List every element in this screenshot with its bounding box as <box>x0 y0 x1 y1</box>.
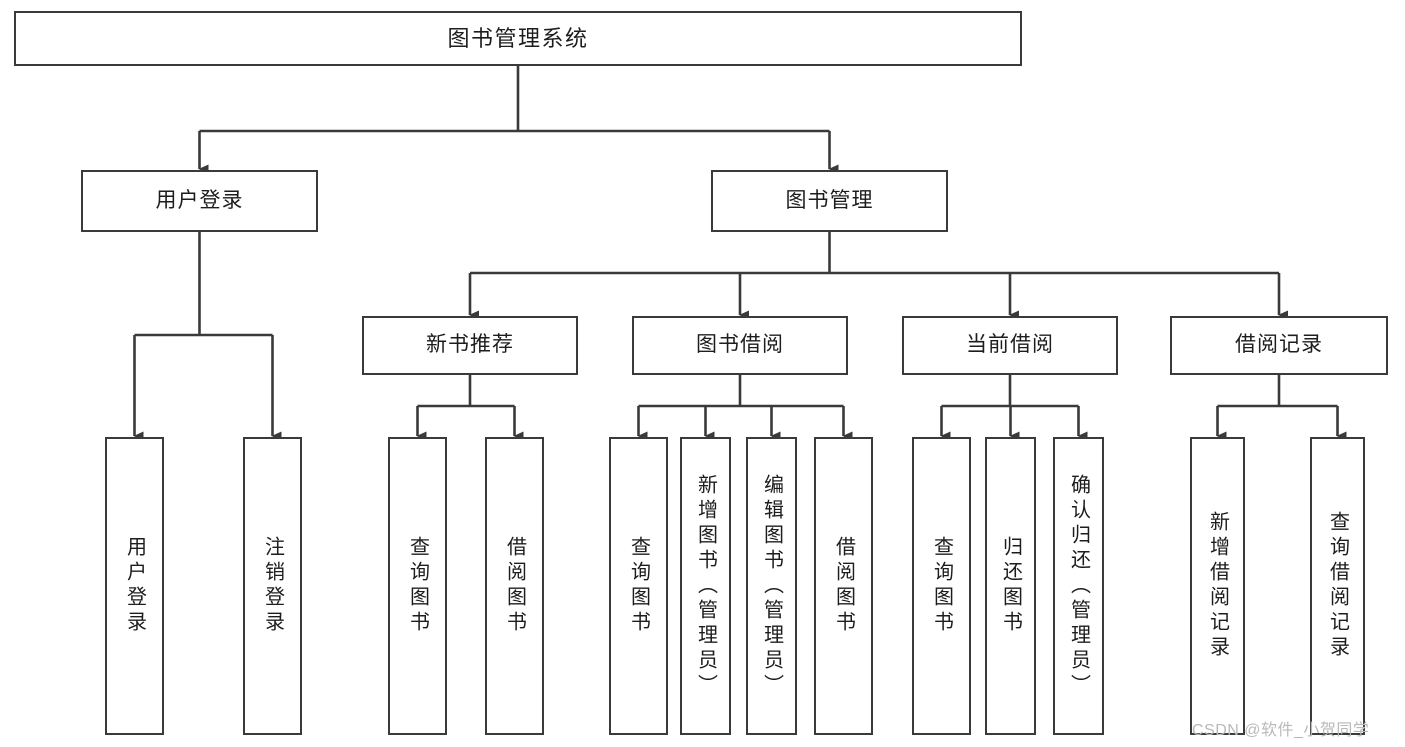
node-level1-0-用户登录: 用户登录 <box>81 170 318 232</box>
node-label: 用户登录 <box>123 536 146 636</box>
node-leaf-9-归还图书: 归还图书 <box>985 437 1036 735</box>
node-level2-2-当前借阅: 当前借阅 <box>902 316 1118 375</box>
node-leaf-5-新增图书管理员: 新增图书（管理员） <box>680 437 731 735</box>
node-leaf-6-编辑图书管理员: 编辑图书（管理员） <box>746 437 797 735</box>
node-leaf-10-确认归还管理员: 确认归还（管理员） <box>1053 437 1104 735</box>
node-leaf-12-查询借阅记录: 查询借阅记录 <box>1310 437 1365 735</box>
node-label: 借阅图书 <box>832 536 855 636</box>
node-label: 查询借阅记录 <box>1326 511 1349 661</box>
node-label: 确认归还（管理员） <box>1067 473 1090 699</box>
node-label: 新书推荐 <box>426 333 514 357</box>
node-leaf-8-查询图书: 查询图书 <box>912 437 971 735</box>
node-label: 当前借阅 <box>966 333 1054 357</box>
node-level2-3-借阅记录: 借阅记录 <box>1170 316 1388 375</box>
node-label: 图书管理 <box>785 188 874 212</box>
node-leaf-0-用户登录: 用户登录 <box>105 437 164 735</box>
node-label: 注销登录 <box>261 536 284 636</box>
node-label: 图书管理系统 <box>447 25 589 51</box>
node-label: 新增图书（管理员） <box>694 473 717 699</box>
node-leaf-7-借阅图书: 借阅图书 <box>814 437 873 735</box>
node-label: 编辑图书（管理员） <box>760 473 783 699</box>
node-level1-1-图书管理: 图书管理 <box>711 170 948 232</box>
node-leaf-3-借阅图书: 借阅图书 <box>485 437 544 735</box>
node-label: 查询图书 <box>930 536 953 636</box>
node-label: 图书借阅 <box>696 333 784 357</box>
node-label: 查询图书 <box>406 536 429 636</box>
node-leaf-11-新增借阅记录: 新增借阅记录 <box>1190 437 1245 735</box>
node-leaf-4-查询图书: 查询图书 <box>609 437 668 735</box>
node-level2-1-图书借阅: 图书借阅 <box>632 316 848 375</box>
csdn-watermark: CSDN @软件_小贺同学 <box>1192 722 1370 739</box>
node-label: 查询图书 <box>627 536 650 636</box>
node-leaf-1-注销登录: 注销登录 <box>243 437 302 735</box>
node-label: 用户登录 <box>155 188 244 212</box>
node-root-图书管理系统: 图书管理系统 <box>14 11 1022 66</box>
node-label: 借阅图书 <box>503 536 526 636</box>
node-label: 新增借阅记录 <box>1206 511 1229 661</box>
node-leaf-2-查询图书: 查询图书 <box>388 437 447 735</box>
node-label: 借阅记录 <box>1235 333 1323 357</box>
node-level2-0-新书推荐: 新书推荐 <box>362 316 578 375</box>
node-label: 归还图书 <box>999 536 1022 636</box>
edge-layer <box>133 66 1347 441</box>
